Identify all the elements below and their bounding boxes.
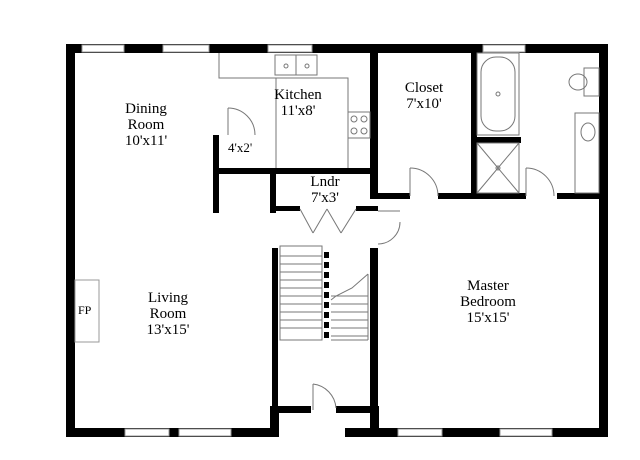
laundry-name: Lndr — [310, 174, 340, 190]
fireplace — [74, 279, 100, 343]
living-room-name-1: Living — [148, 290, 188, 306]
kitchen-name: Kitchen — [274, 87, 322, 103]
dining-room-dimensions: 10'x11' — [124, 133, 168, 149]
pantry-dimensions: 4'x2' — [228, 140, 253, 155]
master-bedroom-name-1: Master — [467, 278, 509, 294]
master-bedroom-name-2: Bedroom — [460, 294, 516, 310]
closet-label: Closet 7'x10' — [386, 80, 462, 112]
laundry-dimensions: 7'x3' — [311, 190, 339, 206]
exterior-walls — [66, 44, 608, 437]
closet-dimensions: 7'x10' — [406, 96, 442, 112]
dining-room-label: Dining Room 10'x11' — [108, 101, 184, 149]
dining-room-name-2: Room — [127, 117, 165, 133]
windows — [81, 44, 553, 437]
stairs — [279, 245, 369, 341]
kitchen-fixtures — [218, 53, 371, 168]
laundry-label: Lndr 7'x3' — [290, 174, 360, 206]
doors — [227, 107, 555, 410]
living-room-name-2: Room — [149, 306, 187, 322]
living-room-label: Living Room 13'x15' — [128, 290, 208, 338]
kitchen-label: Kitchen 11'x8' — [260, 87, 336, 119]
fireplace-label: FP — [78, 303, 92, 317]
interior-walls — [213, 44, 607, 413]
living-room-dimensions: 13'x15' — [146, 322, 190, 338]
closet-name: Closet — [404, 80, 444, 96]
bath-fixtures — [476, 52, 600, 194]
kitchen-dimensions: 11'x8' — [280, 103, 316, 119]
dining-room-name-1: Dining — [125, 101, 167, 117]
master-bedroom-label: Master Bedroom 15'x15' — [443, 278, 533, 326]
master-bedroom-dimensions: 15'x15' — [466, 310, 510, 326]
